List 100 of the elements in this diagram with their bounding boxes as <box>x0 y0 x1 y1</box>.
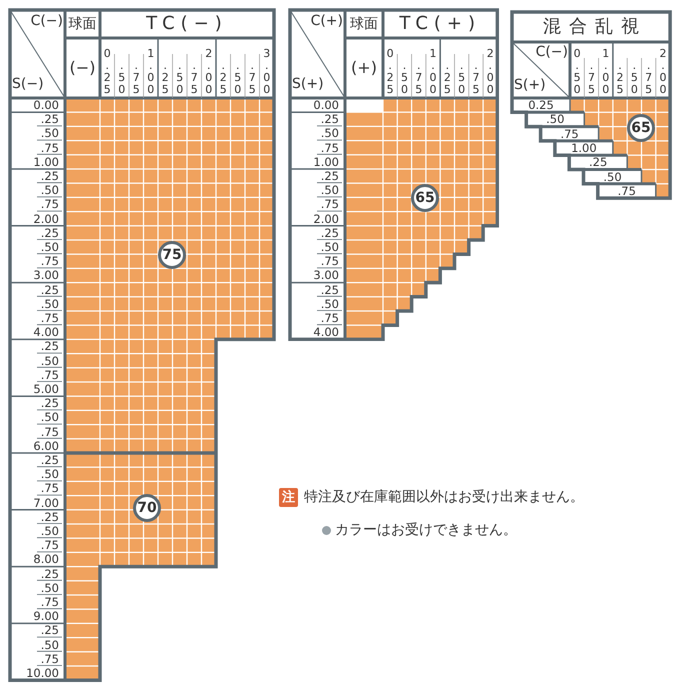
column-header: 1.00 <box>430 48 437 96</box>
row-label: .50 <box>40 183 60 198</box>
row-label: 4.00 <box>312 325 340 340</box>
axis-label: C(+) <box>310 13 343 31</box>
row-label: 5.00 <box>32 382 60 396</box>
row-label: 3.00 <box>312 268 340 283</box>
column-header: .25 <box>220 60 227 96</box>
row-label: .50 <box>602 170 623 184</box>
column-header: 2.00 <box>486 48 494 96</box>
row-label: .75 <box>40 254 60 268</box>
row-label: .75 <box>320 197 340 212</box>
note-text: 特注及び在庫範囲以外はお受け出来ません。 <box>304 488 584 507</box>
row-label: 4.00 <box>32 325 60 340</box>
row-label: 9.00 <box>32 609 60 624</box>
column-header: 1.00 <box>602 48 610 96</box>
column-header: (+) <box>350 57 378 79</box>
note-badge: 注 <box>279 488 298 507</box>
row-label: .50 <box>40 638 60 652</box>
row-label: .50 <box>320 126 340 141</box>
row-label: .25 <box>588 155 608 170</box>
column-header: .75 <box>472 60 480 96</box>
row-label: .75 <box>40 311 60 326</box>
row-label: .25 <box>320 169 340 184</box>
column-header: 0.25 <box>104 48 111 96</box>
row-label: .25 <box>40 112 60 126</box>
column-header: .75 <box>190 60 198 96</box>
column-header: 2.00 <box>659 48 666 96</box>
column-header: .75 <box>588 60 595 96</box>
axis-label: S(−) <box>12 76 45 94</box>
row-label: .25 <box>40 226 60 240</box>
row-label: 2.00 <box>312 212 340 226</box>
row-label: .25 <box>40 339 60 354</box>
column-header: 0.50 <box>574 48 581 96</box>
note-text: カラーはお受けできません。 <box>335 521 517 540</box>
row-label: .75 <box>616 184 637 198</box>
column-header: TC(+) <box>398 12 482 36</box>
column-header: .75 <box>645 60 652 96</box>
row-label: .50 <box>40 410 60 425</box>
column-header: 球面 <box>68 15 98 34</box>
row-label: .50 <box>40 354 60 368</box>
row-label: 3.00 <box>32 268 60 283</box>
row-label: .50 <box>40 524 60 538</box>
row-label: .25 <box>40 396 60 410</box>
axis-label: C(−) <box>30 13 63 31</box>
column-header: .50 <box>630 60 638 96</box>
row-label: 7.00 <box>32 496 60 510</box>
row-label: .50 <box>40 467 60 482</box>
column-header: (−) <box>68 57 96 79</box>
row-label: .25 <box>40 566 60 581</box>
row-label: .50 <box>320 296 340 311</box>
column-header: 1.00 <box>147 48 154 96</box>
column-header: .50 <box>234 60 242 96</box>
row-label: .75 <box>320 311 340 326</box>
row-label: 2.00 <box>32 212 60 226</box>
row-label: .50 <box>320 240 340 254</box>
column-header: TC(−) <box>145 12 229 36</box>
column-header: .75 <box>248 60 256 96</box>
row-label: 6.00 <box>32 438 60 453</box>
row-label: .50 <box>40 240 60 254</box>
row-label: 1.00 <box>312 154 340 169</box>
column-header: .50 <box>458 60 466 96</box>
table-title: 混合乱視 <box>542 15 648 39</box>
row-label: .25 <box>40 453 60 468</box>
row-label: .50 <box>40 580 60 595</box>
row-label: .75 <box>559 126 580 141</box>
row-label: .25 <box>320 112 340 126</box>
row-label: .75 <box>40 652 60 666</box>
row-label: 0.00 <box>312 98 340 112</box>
row-label: .25 <box>40 510 60 524</box>
column-header: .25 <box>616 60 624 96</box>
axis-label: S(+) <box>292 76 325 94</box>
column-header: 球面 <box>349 15 379 34</box>
column-header: .25 <box>444 60 451 96</box>
column-header: 3.00 <box>263 48 270 96</box>
row-label: .75 <box>40 538 60 552</box>
row-label: .50 <box>320 183 340 198</box>
row-label: .50 <box>40 296 60 311</box>
row-label: .25 <box>40 623 60 638</box>
row-label: .75 <box>40 595 60 610</box>
column-header: .75 <box>415 60 422 96</box>
row-label: .75 <box>40 481 60 496</box>
row-label: .25 <box>40 282 60 297</box>
row-label: .75 <box>40 197 60 212</box>
row-label: .75 <box>40 368 60 382</box>
row-label: .50 <box>545 112 566 127</box>
column-header: 2.00 <box>205 48 212 96</box>
row-label: 0.00 <box>32 98 60 112</box>
column-header: 0.25 <box>386 48 394 96</box>
row-label: 1.00 <box>570 140 598 156</box>
row-label: .75 <box>320 140 340 155</box>
row-label: .75 <box>320 254 340 268</box>
column-header: .50 <box>400 60 408 96</box>
row-label: .25 <box>320 226 340 240</box>
column-header: .25 <box>162 60 169 96</box>
row-label: 1.00 <box>32 154 60 169</box>
axis-label: S(+) <box>514 77 547 95</box>
row-label: 0.25 <box>527 98 555 112</box>
row-label: .75 <box>40 424 60 439</box>
row-label: 8.00 <box>32 552 60 567</box>
column-header: .50 <box>118 60 126 96</box>
